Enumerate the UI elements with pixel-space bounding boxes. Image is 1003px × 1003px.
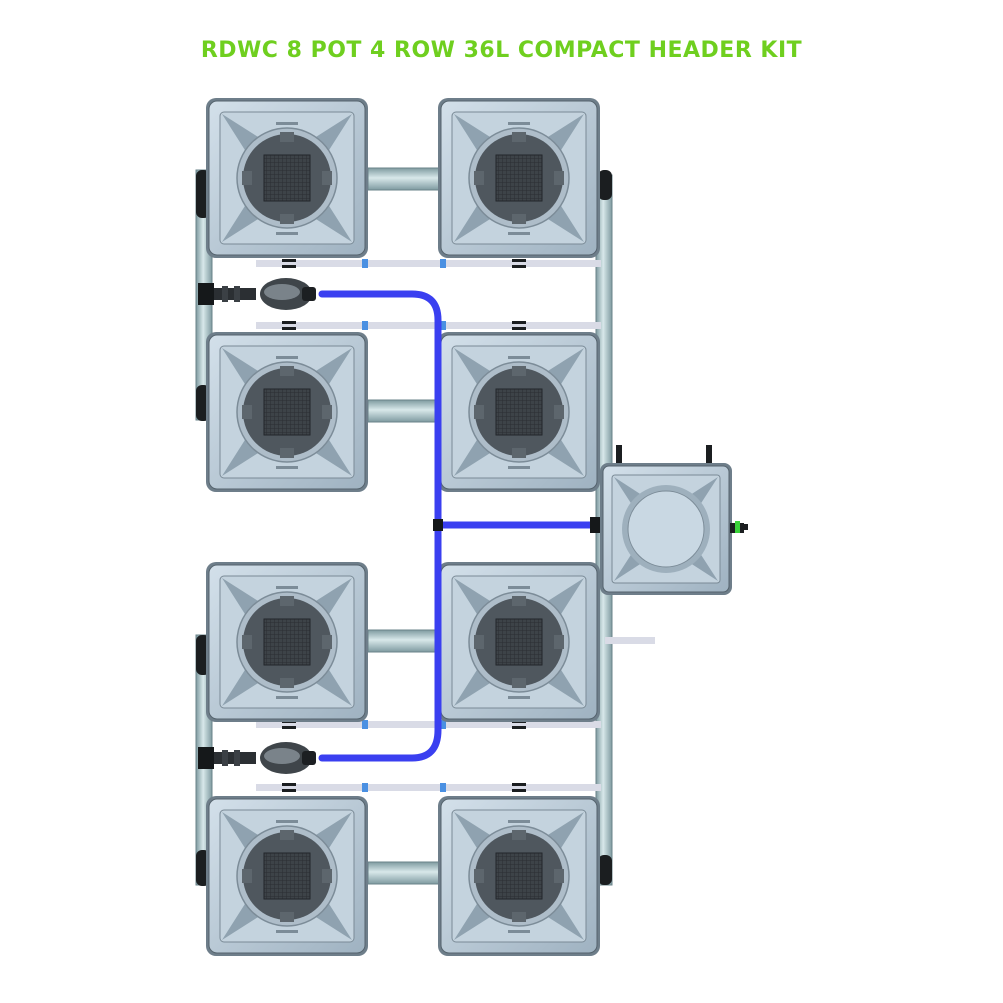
pump-upper <box>198 278 316 310</box>
pump-lower <box>198 742 316 774</box>
pot-6 <box>437 561 601 723</box>
pot-link-pipes <box>367 167 441 885</box>
hose-connectors <box>433 517 600 533</box>
inlet-fitting <box>735 521 748 533</box>
pot-1 <box>205 97 369 259</box>
service-line-joints <box>362 259 446 792</box>
header-tank <box>600 445 744 595</box>
pot-8 <box>437 795 601 957</box>
pot-4 <box>437 331 601 493</box>
diagram-title: RDWC 8 POT 4 ROW 36L COMPACT HEADER KIT <box>200 38 803 63</box>
pot-7 <box>205 795 369 957</box>
pot-2 <box>437 97 601 259</box>
pot-3 <box>205 331 369 493</box>
service-lines <box>256 260 655 791</box>
pot-5 <box>205 561 369 723</box>
